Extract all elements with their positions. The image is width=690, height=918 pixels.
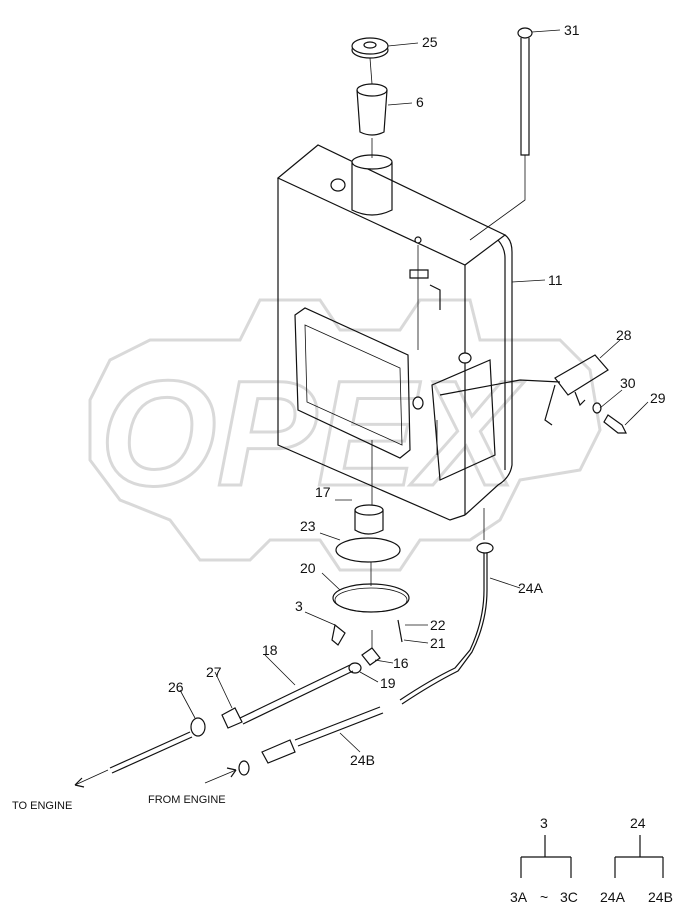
label-part-28: 28	[616, 327, 632, 343]
label-part-18: 18	[262, 642, 278, 658]
cap-part-25	[351, 37, 419, 85]
label-to-engine: TO ENGINE	[12, 800, 72, 812]
label-part-22: 22	[430, 617, 446, 633]
label-part-24A: 24A	[518, 580, 544, 596]
legend-3-parent: 3	[540, 815, 548, 831]
label-part-11: 11	[548, 272, 563, 288]
label-part-27: 27	[206, 664, 222, 680]
label-part-26: 26	[168, 679, 184, 695]
level-gauge-internal	[409, 236, 472, 455]
legend-24-right: 24B	[648, 889, 673, 905]
legend-group-3: 3 3A ~ 3C	[510, 815, 578, 905]
label-part-21: 21	[430, 635, 446, 651]
label-part-19: 19	[380, 675, 396, 691]
legend-3-left: 3A	[510, 889, 528, 905]
pipe-part-24A	[399, 508, 521, 705]
label-part-16: 16	[393, 655, 409, 671]
legend-3-right: 3C	[560, 889, 578, 905]
label-part-3: 3	[295, 598, 303, 614]
label-part-6: 6	[416, 94, 424, 110]
label-part-31: 31	[564, 22, 580, 38]
sender-assembly-part-28	[439, 339, 649, 434]
return-pipe-part-24B	[204, 706, 384, 784]
strainer-part-6	[356, 83, 413, 158]
label-part-25: 25	[422, 34, 438, 50]
label-part-24B: 24B	[350, 752, 375, 768]
label-part-29: 29	[650, 390, 666, 406]
legend-24-left: 24A	[600, 889, 626, 905]
label-part-17: 17	[315, 484, 331, 500]
legend-group-24: 24 24A 24B	[600, 815, 673, 905]
leader-11	[511, 279, 546, 283]
legend-24-parent: 24	[630, 815, 646, 831]
drain-parts	[319, 440, 410, 613]
filler-neck	[330, 154, 393, 216]
label-from-engine: FROM ENGINE	[148, 794, 226, 806]
dipstick-part-31	[469, 27, 561, 241]
tank-body	[276, 144, 513, 521]
label-part-30: 30	[620, 375, 636, 391]
watermark-text: OPEX	[100, 349, 525, 517]
label-part-23: 23	[300, 518, 316, 534]
watermark-logo: OPEX	[88, 298, 602, 572]
legend-3-sep: ~	[540, 889, 548, 905]
label-part-20: 20	[300, 560, 316, 576]
hose-fittings	[74, 611, 429, 788]
